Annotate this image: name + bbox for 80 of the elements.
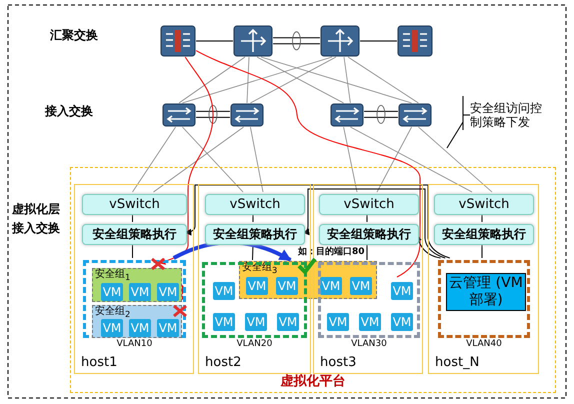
switch-icon [162, 103, 196, 127]
host-label: host2 [205, 356, 242, 370]
vm-box: VM [320, 277, 342, 295]
vlan-label: VLAN20 [236, 340, 272, 350]
link-line [196, 50, 420, 278]
link-line [376, 126, 412, 192]
host-box [74, 184, 194, 374]
vm-box: VM [391, 313, 413, 331]
callout-text: 安全组访问控制策略下发 [470, 98, 548, 132]
row-label: 接入交换 [45, 105, 93, 118]
vm-box: VM [391, 282, 413, 300]
link-line [366, 242, 368, 260]
switch-icon [398, 103, 432, 127]
policy-box: 安全组策略执行 [82, 224, 187, 245]
vm-box: VM [276, 277, 298, 295]
vswitch-box: vSwitch [82, 194, 187, 215]
vm-box: VM [129, 319, 151, 337]
host-label: host_N [435, 356, 480, 370]
security-group [92, 305, 182, 338]
vm-box: VM [245, 313, 267, 331]
vm-box: VM [129, 283, 151, 301]
vm-box: VM [350, 277, 372, 295]
platform-title: 虚拟化平台 [280, 374, 346, 389]
host-label: host3 [320, 356, 356, 370]
note-text: 如：目的端口80 [297, 248, 366, 258]
policy-box: 安全组策略执行 [205, 224, 305, 245]
link-line [182, 126, 244, 192]
vm-box: VM [277, 313, 299, 331]
link-line [418, 126, 492, 192]
link-line [196, 110, 230, 118]
router-icon [320, 25, 360, 57]
vlan-label: VLAN40 [466, 340, 502, 350]
policy-box: 安全组策略执行 [434, 224, 534, 245]
vm-box: VM [157, 283, 179, 301]
host-label: host1 [81, 356, 118, 370]
platform-area [70, 167, 556, 393]
security-group [92, 268, 182, 302]
vm-box: VM [213, 282, 235, 300]
vswitch-box: vSwitch [205, 194, 305, 215]
vm-box: VM [213, 313, 235, 331]
row-label: 汇聚交换 [50, 29, 98, 42]
row-label: 虚拟化层接入交换 [12, 201, 61, 238]
link-line [132, 126, 176, 192]
link-line [196, 40, 234, 42]
router-icon [233, 25, 273, 57]
link-line [350, 126, 472, 192]
link-line [246, 56, 250, 104]
management-box: 云管理 (VM部署) [446, 273, 526, 311]
vm-box: VM [157, 319, 179, 337]
switch-icon [230, 103, 264, 127]
group-label: 安全组$_{2}$ [95, 306, 130, 320]
link-line [364, 110, 398, 118]
link-line [344, 56, 351, 104]
vm-box: VM [101, 319, 123, 337]
vm-box: VM [359, 313, 381, 331]
link-line [250, 126, 264, 192]
link-line [153, 126, 244, 192]
host-box [428, 184, 539, 374]
vlan-label: VLAN30 [351, 340, 387, 350]
firewall-icon [160, 25, 196, 57]
vswitch-box: vSwitch [434, 194, 534, 215]
link-line [132, 242, 133, 258]
link-line [348, 56, 419, 104]
vswitch-box: vSwitch [319, 194, 419, 215]
leader-line [446, 96, 470, 148]
policy-box: 安全组策略执行 [319, 224, 419, 245]
vm-box: VM [101, 283, 123, 301]
vm-box: VM [327, 313, 349, 331]
group-label: 安全组$_{1}$ [95, 269, 130, 282]
switch-icon [330, 103, 364, 127]
vm-box: VM [246, 277, 268, 295]
firewall-icon [397, 25, 433, 57]
vlan-label: VLAN10 [116, 340, 152, 350]
link-line [360, 40, 398, 42]
link-line [182, 56, 332, 104]
link-line [272, 37, 320, 44]
link-line [343, 126, 358, 192]
link-line [260, 56, 412, 104]
link-line [178, 56, 246, 104]
arrow [158, 56, 214, 265]
